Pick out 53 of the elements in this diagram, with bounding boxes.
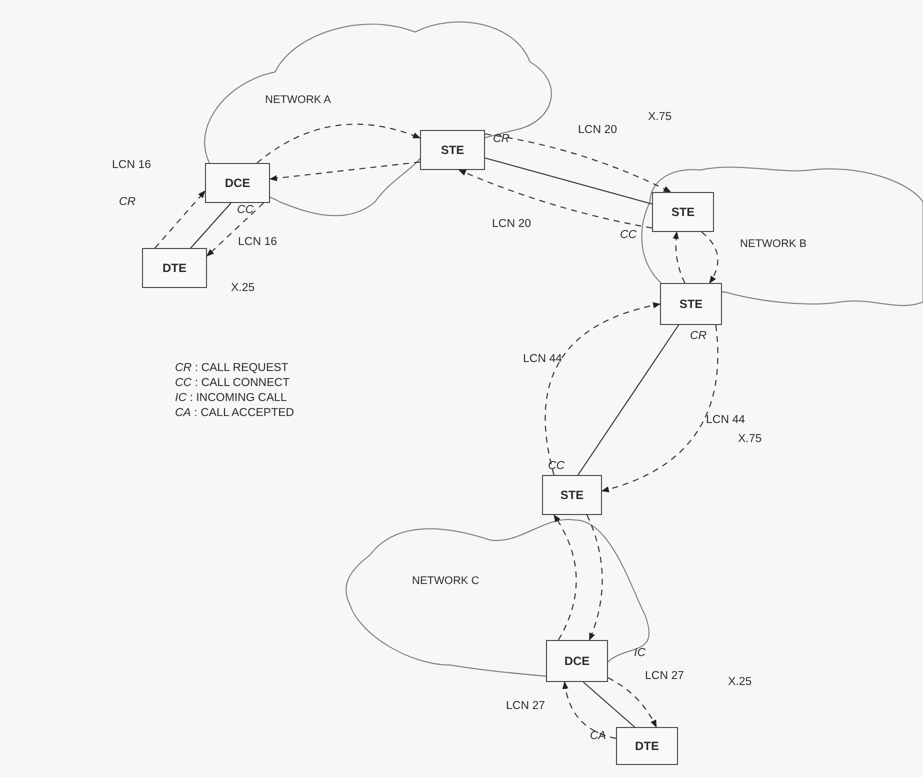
device-box: DCE bbox=[546, 640, 608, 682]
text-label: CR bbox=[690, 330, 707, 342]
device-box: STE bbox=[420, 130, 485, 170]
text-label: IC bbox=[634, 647, 646, 659]
text-label: CR bbox=[493, 133, 510, 145]
link-line bbox=[578, 324, 680, 476]
dashed-arrow bbox=[554, 514, 577, 640]
text-label: X.25 bbox=[728, 676, 752, 688]
dashed-arrow bbox=[601, 324, 718, 492]
device-box: DTE bbox=[616, 727, 678, 765]
key-entry: CC : CALL CONNECT bbox=[175, 377, 290, 389]
key-entry: CA : CALL ACCEPTED bbox=[175, 407, 294, 419]
text-label: X.25 bbox=[231, 282, 255, 294]
dashed-arrow bbox=[672, 231, 686, 284]
text-label: CC bbox=[548, 460, 565, 472]
edge-label: LCN 20 bbox=[492, 218, 531, 230]
dashed-arrow bbox=[562, 681, 616, 739]
text-label: CR bbox=[119, 196, 136, 208]
edge-label: LCN 20 bbox=[578, 124, 617, 136]
text-label: CA bbox=[590, 730, 606, 742]
text-label: X.75 bbox=[648, 111, 672, 123]
key-entry: CR : CALL REQUEST bbox=[175, 362, 288, 374]
edge-label: LCN 44 bbox=[523, 353, 562, 365]
dashed-arrow bbox=[269, 161, 420, 182]
edge-label: LCN 44 bbox=[706, 414, 745, 426]
dashed-arrow bbox=[586, 514, 603, 641]
dashed-arrow bbox=[701, 232, 718, 284]
device-box: DCE bbox=[205, 163, 270, 203]
device-box: STE bbox=[652, 192, 714, 232]
link-line bbox=[190, 202, 232, 248]
link-line bbox=[582, 682, 635, 728]
text-label: CC bbox=[237, 204, 254, 216]
link-line bbox=[484, 157, 652, 205]
edge-label: LCN 16 bbox=[112, 159, 151, 171]
edge-label: LCN 27 bbox=[645, 670, 684, 682]
dashed-arrow bbox=[206, 202, 264, 257]
dashed-arrow bbox=[544, 302, 661, 476]
dashed-arrow bbox=[608, 677, 657, 728]
edge-label: LCN 27 bbox=[506, 700, 545, 712]
device-box: STE bbox=[542, 475, 602, 515]
text-label: CC bbox=[620, 229, 637, 241]
network-name: NETWORK B bbox=[740, 238, 807, 250]
dashed-arrow bbox=[154, 190, 206, 248]
device-box: DTE bbox=[142, 248, 207, 288]
text-label: X.75 bbox=[738, 433, 762, 445]
dashed-arrow bbox=[458, 170, 652, 229]
edge-label: LCN 16 bbox=[238, 236, 277, 248]
dashed-arrow bbox=[256, 124, 421, 164]
network-name: NETWORK C bbox=[412, 575, 480, 587]
key-entry: IC : INCOMING CALL bbox=[175, 392, 287, 404]
network-name: NETWORK A bbox=[265, 94, 332, 106]
device-box: STE bbox=[660, 283, 722, 325]
dashed-arrow bbox=[484, 133, 672, 192]
